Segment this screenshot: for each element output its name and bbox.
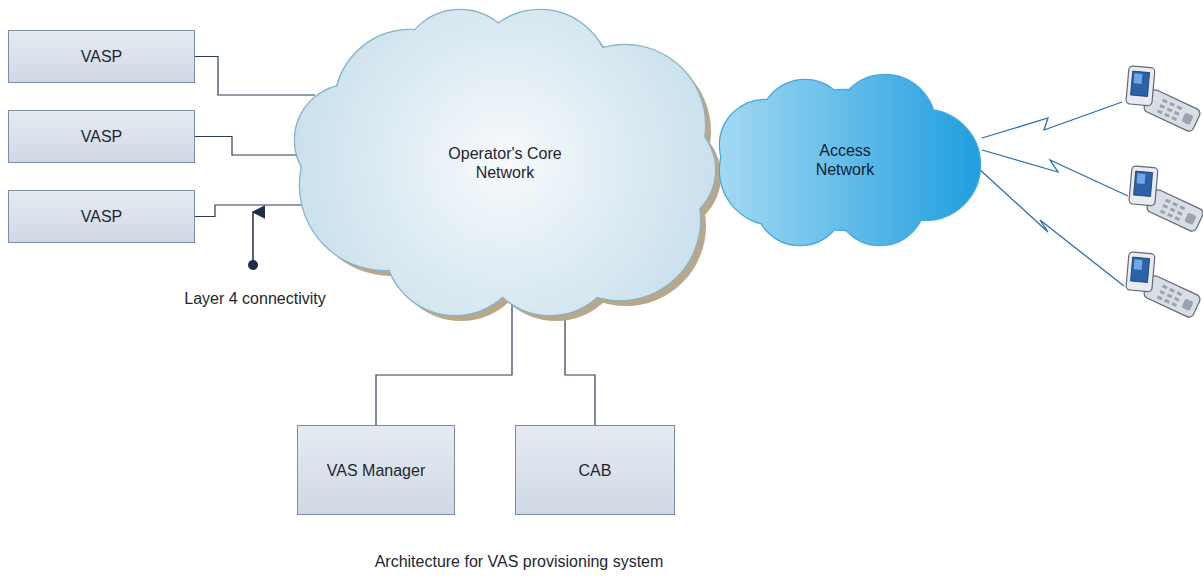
cloud-outline <box>290 10 720 315</box>
phone-icon <box>1114 58 1203 134</box>
node-label: CAB <box>579 461 612 480</box>
vas-manager-box: VAS Manager <box>297 425 455 515</box>
vasp-box: VASP <box>8 30 195 83</box>
cloud-outline <box>705 75 985 245</box>
node-label: VASP <box>81 207 123 226</box>
node-label: VASP <box>81 47 123 66</box>
core-network-cloud: Operator's Core Network <box>290 10 720 315</box>
cab-box: CAB <box>515 425 675 515</box>
annotation-label: Layer 4 connectivity <box>184 289 325 308</box>
node-label: Access Network <box>800 141 890 179</box>
phone-icon <box>1114 244 1203 320</box>
node-label: VAS Manager <box>327 461 425 480</box>
radio-links <box>978 102 1128 286</box>
phone-icon <box>1117 158 1203 234</box>
node-label: Operator's Core Network <box>430 144 580 182</box>
layer4-pointer <box>248 212 258 270</box>
access-network-cloud: Access Network <box>705 75 985 245</box>
network-link <box>195 57 315 96</box>
node-label: VASP <box>81 127 123 146</box>
network-link <box>195 137 310 156</box>
vasp-box: VASP <box>8 190 195 243</box>
network-link <box>195 205 315 217</box>
caption: Architecture for VAS provisioning system <box>0 552 1038 571</box>
vasp-box: VASP <box>8 110 195 163</box>
